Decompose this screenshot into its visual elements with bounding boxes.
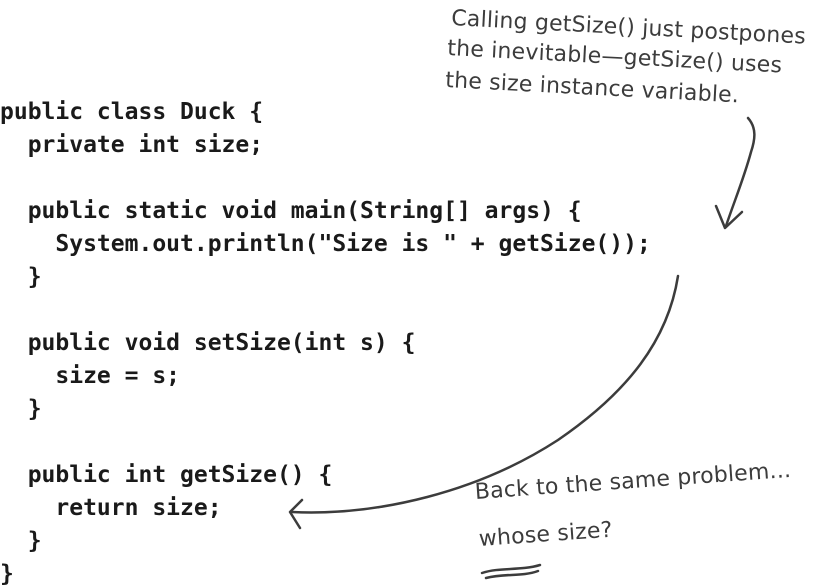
code-line-getsize-decl: public int getSize() { [0, 462, 333, 488]
arrow-to-return [290, 274, 680, 514]
arrowhead-getsize-call [714, 204, 744, 230]
code-line-getsize-close: } [0, 528, 42, 554]
code-line-assign: size = s; [0, 363, 181, 389]
code-line-class-close: } [0, 561, 14, 587]
code-line-field: private int size; [0, 132, 264, 158]
code-line-main-close: } [0, 264, 42, 290]
code-line-main-decl: public static void main(String[] args) { [0, 198, 582, 224]
code-line-println: System.out.println("Size is " + getSize(… [0, 231, 651, 257]
arrowhead-return [288, 498, 304, 530]
code-line-setsize-decl: public void setSize(int s) { [0, 330, 416, 356]
code-line-return: return size; [0, 495, 222, 521]
code-line-setsize-close: } [0, 396, 42, 422]
underline-whose-2 [484, 569, 540, 580]
underline-whose [480, 563, 542, 575]
code-line-class-decl: public class Duck { [0, 99, 264, 125]
arrow-to-getsize-call [724, 116, 756, 228]
